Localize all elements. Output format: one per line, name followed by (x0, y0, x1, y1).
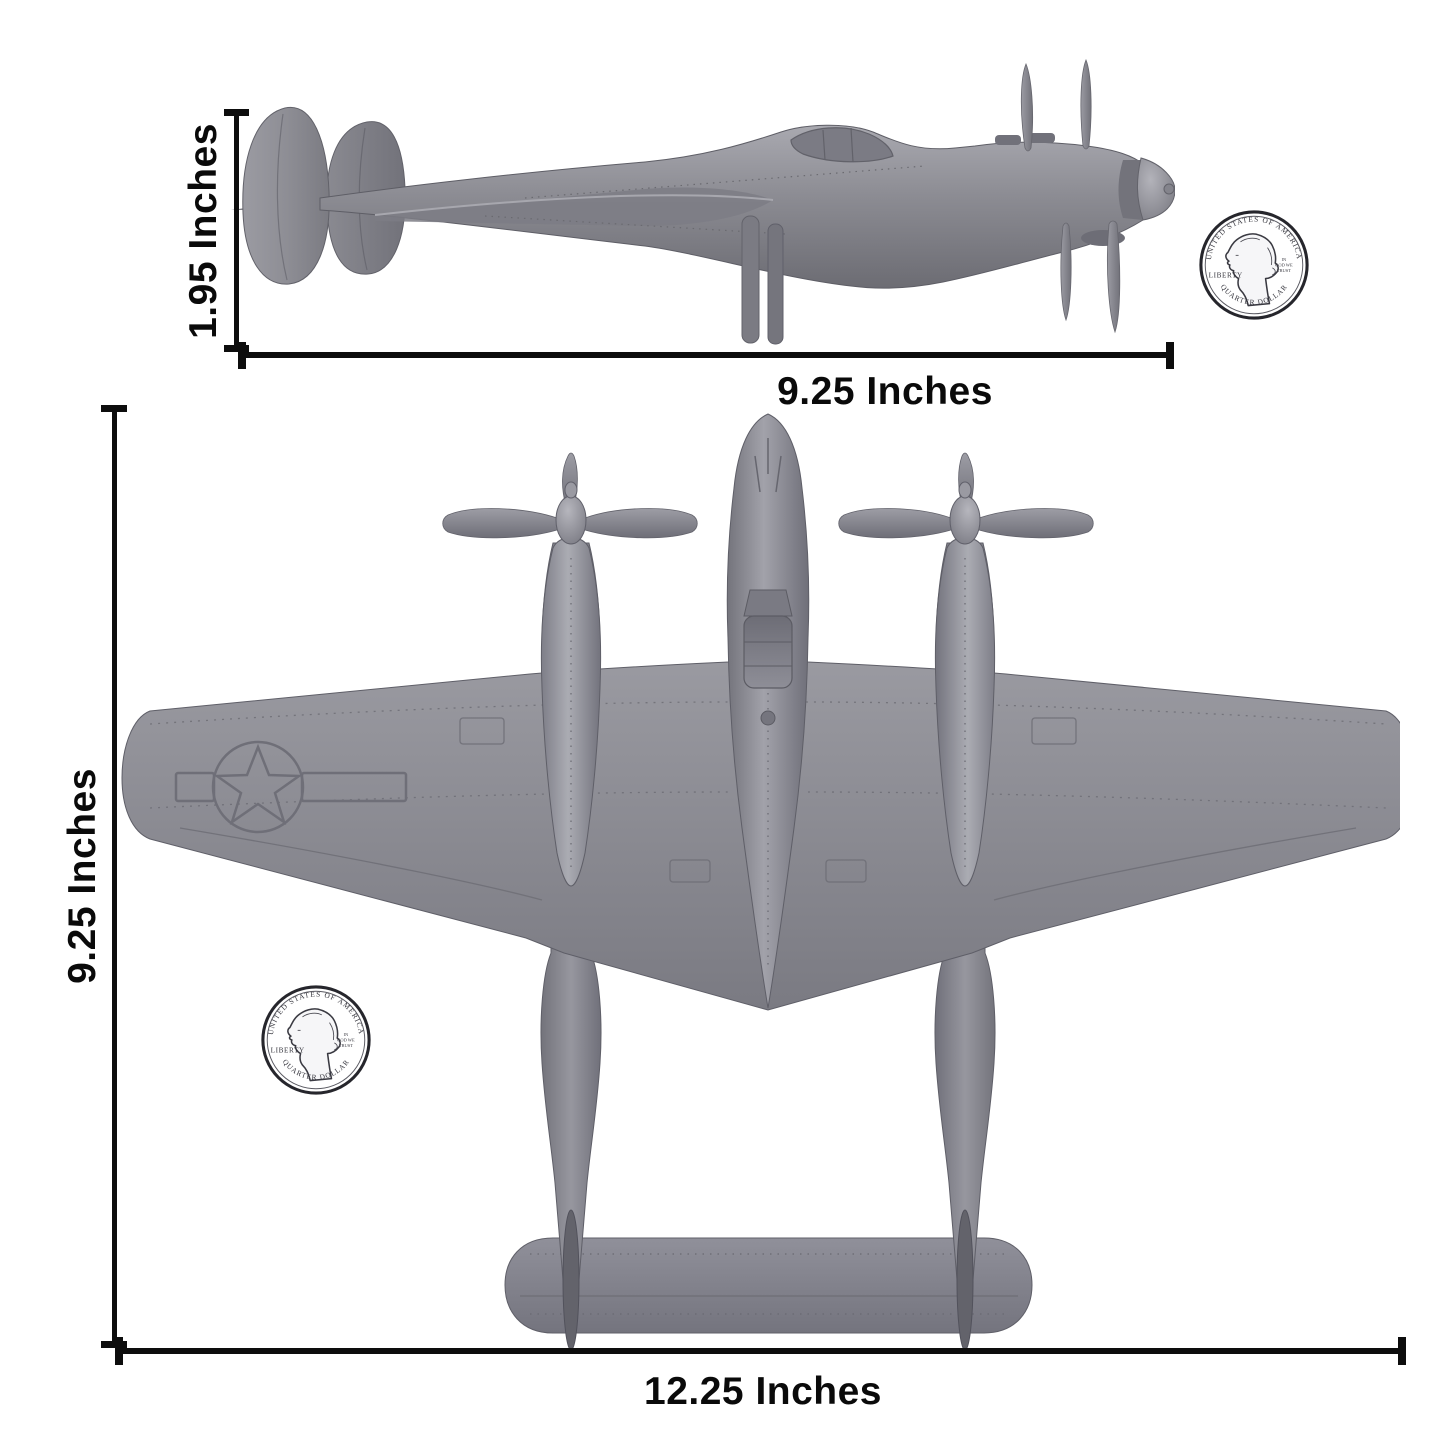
dimension-cap (1166, 342, 1174, 369)
scale-coin-side-view (1199, 210, 1309, 320)
dimension-line (117, 1348, 1406, 1354)
side-spinner (1137, 157, 1175, 221)
side-canopy (790, 127, 894, 163)
landing-gear-peg (741, 215, 760, 344)
dimension-cap (101, 405, 127, 412)
turbo-bump (1029, 133, 1055, 143)
wing-edge-highlight (374, 194, 774, 216)
canopy-frames (744, 641, 792, 667)
windshield (743, 589, 793, 617)
nose-gun-marks (754, 438, 782, 493)
canopy-top (743, 615, 793, 689)
wing-panel-lines (149, 701, 1387, 901)
canopy-frames (822, 127, 854, 163)
side-propeller-blades (1020, 58, 1121, 334)
dimension-cap (238, 342, 246, 369)
dimension-cap (101, 1341, 127, 1348)
prop-hub (1163, 183, 1175, 195)
far-spinner (1118, 160, 1143, 220)
side-height-label: 1.95 Inches (182, 123, 225, 339)
dimension-cap (1398, 1337, 1406, 1365)
side-tail-fin-near (242, 106, 330, 285)
stabilizer-rivets (530, 1253, 1008, 1315)
dimension-line (240, 352, 1172, 358)
dimension-line (234, 111, 239, 352)
top-height-label: 9.25 Inches (61, 768, 104, 984)
star-insignia (174, 740, 408, 834)
airplane-side-view-image (231, 58, 1175, 345)
side-wing (375, 187, 773, 226)
turbo-bump (995, 135, 1021, 145)
scale-coin-top-view (261, 985, 371, 1095)
airplane-top-view-image (121, 413, 1400, 1348)
dimension-cap (224, 345, 249, 352)
rivet-line (484, 215, 786, 235)
dimension-cap (115, 1337, 123, 1365)
fin-crease (276, 113, 288, 281)
wingspan-label: 12.25 Inches (644, 1370, 882, 1413)
horizontal-stabilizer (504, 1237, 1033, 1334)
landing-gear-peg (767, 223, 784, 345)
mast-base (760, 710, 776, 726)
dimension-line (112, 407, 117, 1348)
side-length-label: 9.25 Inches (777, 370, 993, 413)
dimension-cap (224, 109, 249, 116)
